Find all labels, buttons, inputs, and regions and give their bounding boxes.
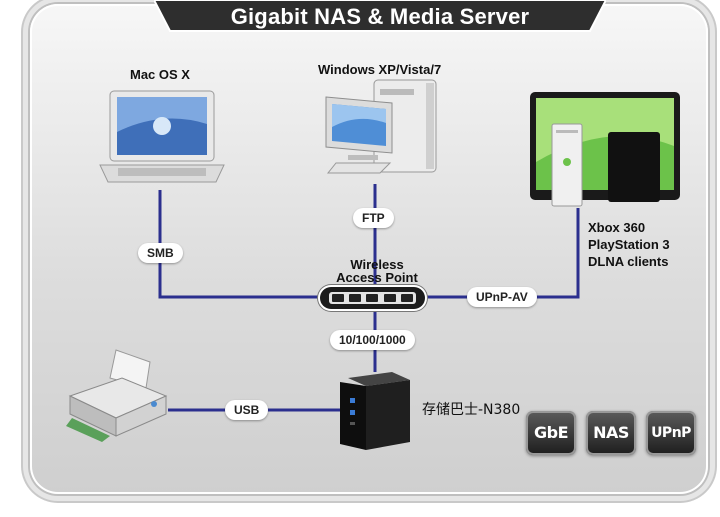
badge-upnp: UPnP xyxy=(646,411,696,455)
laptop-icon xyxy=(99,90,225,183)
protocol-lan: 10/100/1000 xyxy=(330,330,415,350)
switch-ports xyxy=(329,292,416,304)
port-icon xyxy=(349,294,362,302)
link-consoles xyxy=(424,208,580,299)
port-icon xyxy=(366,294,379,302)
title-tab xyxy=(154,0,606,32)
console-tv-icon xyxy=(530,92,680,207)
consoles-line-2: PlayStation 3 xyxy=(588,237,670,252)
access-point-line-1: Wireless xyxy=(350,257,404,272)
port-icon xyxy=(331,294,344,302)
consoles-line-3: DLNA clients xyxy=(588,254,669,269)
protocol-ftp: FTP xyxy=(353,208,394,228)
page-title: Gigabit NAS & Media Server xyxy=(230,4,530,29)
access-point-label: Wireless Access Point xyxy=(318,258,436,284)
consoles-line-1: Xbox 360 xyxy=(588,220,646,235)
windows-label: Windows XP/Vista/7 xyxy=(318,62,442,77)
nas-icon xyxy=(340,372,410,450)
consoles-label: Xbox 360 PlayStation 3 DLNA clients xyxy=(588,219,670,270)
port-icon xyxy=(383,294,396,302)
badge-nas: NAS xyxy=(586,411,636,455)
protocol-usb: USB xyxy=(225,400,269,420)
badge-gbe: GbE xyxy=(526,411,576,455)
access-point-line-2: Access Point xyxy=(336,270,418,285)
desktop-pc-icon xyxy=(325,79,437,174)
mac-label: Mac OS X xyxy=(130,67,190,82)
link-mac xyxy=(158,190,322,299)
port-icon xyxy=(401,294,414,302)
protocol-smb: SMB xyxy=(138,243,183,263)
protocol-upnp: UPnP-AV xyxy=(467,287,537,307)
switch-icon xyxy=(320,287,425,309)
printer-icon xyxy=(66,349,168,442)
nas-label: 存储巴士-N380 xyxy=(422,402,521,418)
